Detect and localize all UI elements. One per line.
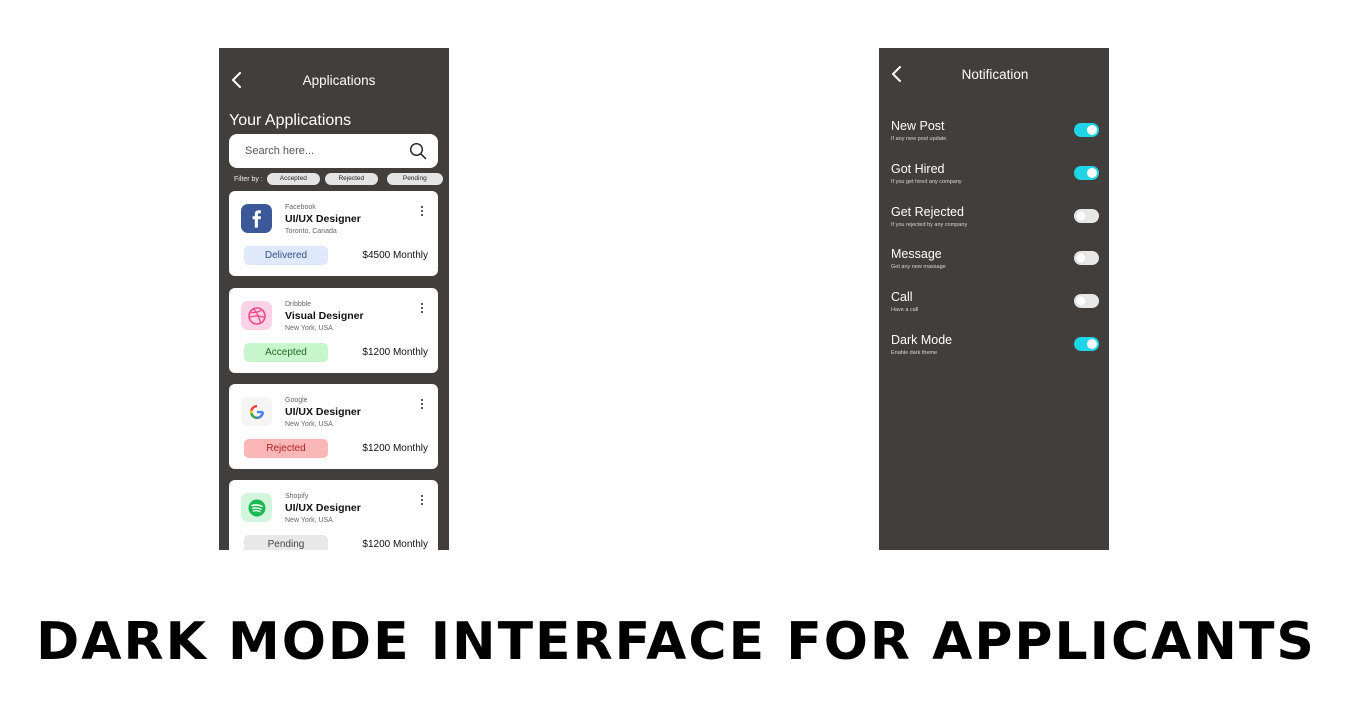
spotify-logo-icon — [241, 493, 272, 522]
setting-title: New Post — [891, 119, 945, 133]
message-toggle[interactable] — [1074, 251, 1099, 265]
search-input[interactable] — [245, 145, 408, 157]
new-post-toggle[interactable] — [1074, 123, 1099, 137]
setting-title: Got Hired — [891, 162, 945, 176]
more-options-icon[interactable] — [418, 204, 426, 218]
filter-label: Filter by : — [234, 175, 263, 183]
back-arrow-icon — [232, 72, 241, 88]
google-logo-icon — [241, 397, 272, 426]
setting-subtitle: If you get hired any company — [891, 179, 962, 185]
job-location: Toronto, Canada — [285, 228, 337, 235]
applications-back-button[interactable] — [227, 70, 247, 90]
notif-setting-new-post: New Post If any new post update — [891, 119, 1099, 149]
application-card-dribbble[interactable]: Dribbble Visual Designer New York, USA A… — [229, 288, 438, 373]
job-location: New York, USA — [285, 517, 333, 524]
company-name: Facebook — [285, 204, 316, 211]
notification-title: Notification — [961, 67, 1029, 82]
call-toggle[interactable] — [1074, 294, 1099, 308]
setting-subtitle: Have a call — [891, 307, 919, 313]
more-options-icon[interactable] — [418, 493, 426, 507]
your-applications-heading: Your Applications — [229, 112, 352, 129]
filter-chip-accepted[interactable]: Accepted — [266, 173, 320, 185]
setting-title: Call — [891, 290, 913, 304]
notification-topbar: Notification — [879, 48, 1109, 114]
setting-subtitle: Enable dark theme — [891, 350, 938, 356]
notif-setting-call: Call Have a call — [891, 290, 1099, 320]
filter-row: Filter by : Accepted Rejected Pending — [234, 173, 448, 185]
job-role: UI/UX Designer — [285, 502, 361, 514]
job-role: Visual Designer — [285, 310, 364, 322]
dribbble-logo-icon — [241, 301, 272, 330]
search-icon[interactable] — [408, 141, 428, 161]
job-location: New York, USA — [285, 325, 333, 332]
status-badge: Delivered — [244, 246, 328, 265]
dark-mode-toggle[interactable] — [1074, 337, 1099, 351]
application-card-facebook[interactable]: Facebook UI/UX Designer Toronto, Canada … — [229, 191, 438, 276]
job-role: UI/UX Designer — [285, 213, 361, 225]
setting-title: Message — [891, 247, 942, 261]
status-badge: Accepted — [244, 343, 328, 362]
notification-back-button[interactable] — [887, 64, 907, 84]
filter-chip-pending[interactable]: Pending — [386, 173, 443, 185]
job-role: UI/UX Designer — [285, 406, 361, 418]
salary: $1200 Monthly — [362, 347, 428, 358]
more-options-icon[interactable] — [418, 397, 426, 411]
notif-setting-dark-mode: Dark Mode Enable dark theme — [891, 333, 1099, 363]
notification-screen: Notification New Post If any new post up… — [879, 48, 1109, 550]
filter-chip-rejected[interactable]: Rejected — [324, 173, 378, 185]
get-rejected-toggle[interactable] — [1074, 209, 1099, 223]
status-badge: Rejected — [244, 439, 328, 458]
salary: $4500 Monthly — [362, 250, 428, 261]
salary: $1200 Monthly — [362, 443, 428, 454]
applications-title: Applications — [302, 73, 376, 88]
applications-topbar: Applications — [219, 48, 449, 114]
got-hired-toggle[interactable] — [1074, 166, 1099, 180]
facebook-logo-icon — [241, 204, 272, 233]
notif-setting-got-hired: Got Hired If you get hired any company — [891, 162, 1099, 192]
company-name: Shopify — [285, 493, 309, 500]
setting-title: Get Rejected — [891, 205, 964, 219]
application-card-google[interactable]: Google UI/UX Designer New York, USA Reje… — [229, 384, 438, 469]
search-box — [229, 134, 438, 168]
applications-screen: Applications Your Applications Filter by… — [219, 48, 449, 550]
company-name: Google — [285, 397, 308, 404]
setting-title: Dark Mode — [891, 333, 953, 347]
setting-subtitle: If you rejected by any company — [891, 222, 968, 228]
status-badge: Pending — [244, 535, 328, 550]
back-arrow-icon — [892, 66, 901, 82]
salary: $1200 Monthly — [362, 539, 428, 550]
notif-setting-get-rejected: Get Rejected If you rejected by any comp… — [891, 205, 1099, 235]
setting-subtitle: Got any new massage — [891, 264, 946, 270]
application-card-shopify[interactable]: Shopify UI/UX Designer New York, USA Pen… — [229, 480, 438, 550]
job-location: New York, USA — [285, 421, 333, 428]
more-options-icon[interactable] — [418, 301, 426, 315]
page-headline: DARK MODE INTERFACE FOR APPLICANTS — [36, 612, 1316, 672]
setting-subtitle: If any new post update — [891, 136, 947, 142]
notif-setting-message: Message Got any new massage — [891, 247, 1099, 277]
company-name: Dribbble — [285, 301, 312, 308]
